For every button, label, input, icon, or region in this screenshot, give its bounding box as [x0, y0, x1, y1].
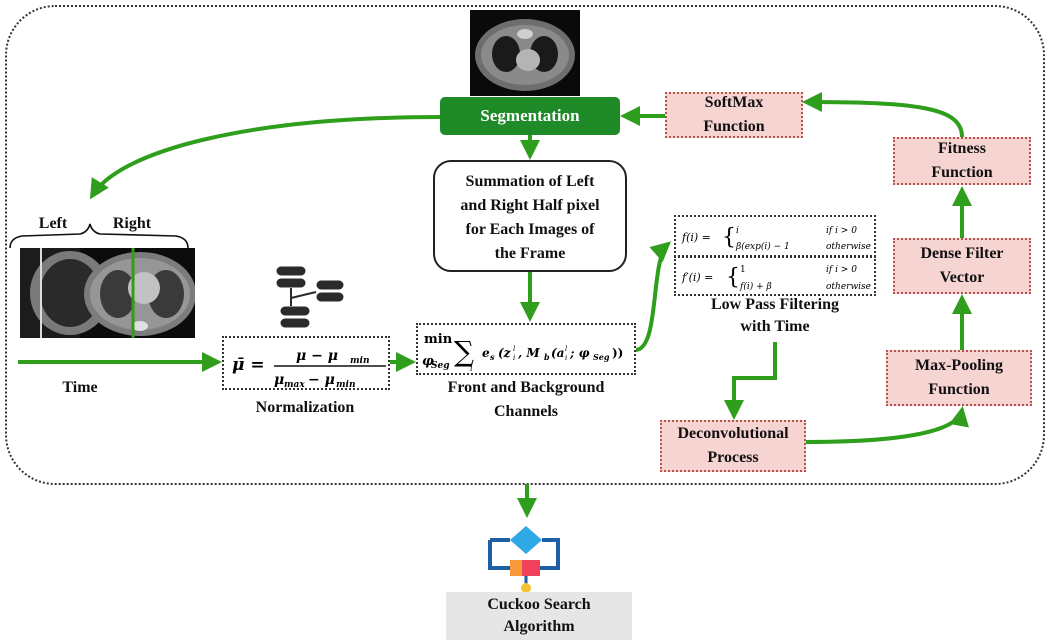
summation-line-1: Summation of Left: [465, 173, 595, 190]
arrow-front-to-lowpass: [635, 241, 671, 352]
deconv-line-1: Deconvolutional: [677, 425, 789, 442]
svg-text:− μ: − μ: [308, 372, 335, 388]
time-label: Time: [62, 379, 98, 396]
dense-line-1: Dense Filter: [920, 245, 1004, 262]
svg-text:β(exp(i) − 1: β(exp(i) − 1: [735, 241, 790, 252]
segmentation-label: Segmentation: [480, 106, 580, 125]
arrow-fitness-to-softmax: [802, 92, 964, 138]
svg-text:otherwise: otherwise: [826, 242, 871, 252]
svg-text:l: l: [513, 345, 515, 353]
svg-text:min: min: [424, 332, 453, 347]
summation-line-2: and Right Half pixel: [460, 197, 600, 214]
ct-frames-image: [20, 248, 195, 338]
svg-text:if i > 0: if i > 0: [826, 226, 857, 236]
svg-text:Seg: Seg: [431, 361, 450, 371]
svg-text:max: max: [284, 380, 305, 390]
maxpool-line-2: Function: [928, 381, 990, 398]
cuckoo-line-2: Algorithm: [503, 618, 575, 635]
svg-text:μ: μ: [274, 372, 284, 388]
softmax-line-1: SoftMax: [704, 94, 764, 111]
svg-text:φ: φ: [422, 354, 434, 369]
lowpass-line-2: with Time: [740, 318, 810, 335]
front-background-label: Front and Background Channels: [416, 376, 636, 424]
deconv-line-2: Process: [707, 449, 759, 466]
svg-text:f(i) + β: f(i) + β: [739, 281, 772, 292]
summation-line-3: for Each Images of: [465, 221, 595, 238]
summation-node: Summation of Left and Right Half pixel f…: [433, 160, 627, 272]
lowpass-line-1: Low Pass Filtering: [711, 296, 839, 313]
cuckoo-search-node: Cuckoo Search Algorithm: [446, 592, 632, 640]
softmax-line-2: Function: [703, 118, 765, 135]
cuckoo-algorithm-icon: [480, 518, 570, 594]
svg-text:)): )): [612, 346, 623, 360]
dense-filter-node: Dense Filter Vector: [893, 238, 1031, 294]
deconv-node: Deconvolutional Process: [660, 420, 806, 472]
svg-text:l: l: [565, 345, 567, 353]
svg-text:b: b: [544, 352, 550, 362]
svg-text:1: 1: [740, 265, 746, 275]
svg-text:i: i: [565, 354, 567, 362]
dense-line-2: Vector: [939, 269, 985, 286]
arrow-seg-to-frames: [89, 115, 441, 200]
svg-text:f′(i) =: f′(i) =: [681, 271, 713, 284]
svg-text:μ − μ: μ − μ: [296, 348, 338, 364]
summation-line-4: the Frame: [494, 245, 566, 262]
svg-text:i: i: [736, 226, 739, 236]
svg-text:i: i: [470, 364, 473, 373]
activation-formula-2: f′(i) = { 1 f(i) + β if i > 0 otherwise: [674, 256, 876, 296]
svg-text:otherwise: otherwise: [826, 282, 871, 292]
segmentation-node: Segmentation: [440, 97, 620, 135]
svg-text:min: min: [350, 356, 370, 366]
svg-text:s: s: [490, 352, 495, 362]
normalization-formula: μ̄ = μ − μ min μ max − μ min: [222, 336, 390, 390]
softmax-node: SoftMax Function: [665, 92, 803, 138]
svg-text:∑: ∑: [454, 335, 474, 368]
lowpass-label: Low Pass Filtering with Time: [660, 294, 890, 338]
svg-text:f(i) =: f(i) =: [681, 231, 711, 244]
svg-text:μ̄ =: μ̄ =: [232, 355, 265, 375]
arrow-lowpass-to-deconv: [724, 342, 777, 420]
front-background-formula: min φ Seg ∑ i e s (z l i , M b (a l i ; …: [416, 323, 636, 375]
front-bg-line-1: Front and Background: [447, 379, 605, 396]
svg-text:(z: (z: [498, 346, 512, 360]
database-icon: [270, 262, 350, 332]
svg-text:; φ: ; φ: [569, 346, 590, 360]
front-bg-line-2: Channels: [493, 403, 559, 420]
svg-text:min: min: [336, 380, 356, 390]
fitness-line-1: Fitness: [938, 140, 986, 157]
svg-text:e: e: [482, 346, 490, 360]
fitness-line-2: Function: [931, 164, 993, 181]
svg-text:Seg: Seg: [593, 352, 610, 362]
arrow-deconv-to-maxpool: [805, 406, 969, 444]
maxpool-line-1: Max-Pooling: [915, 357, 1003, 374]
ct-scan-top-image: [470, 10, 580, 96]
svg-text:{: {: [726, 265, 740, 290]
left-label: Left: [38, 215, 68, 232]
svg-text:i: i: [513, 354, 515, 362]
svg-text:(a: (a: [551, 346, 564, 360]
maxpool-node: Max-Pooling Function: [886, 350, 1032, 406]
right-label: Right: [112, 215, 152, 232]
normalization-label: Normalization: [255, 399, 355, 416]
svg-text:{: {: [722, 225, 736, 250]
fitness-node: Fitness Function: [893, 137, 1031, 185]
svg-text:if i > 0: if i > 0: [826, 265, 857, 275]
left-right-brace: [9, 223, 189, 249]
svg-text:, M: , M: [517, 346, 540, 360]
cuckoo-line-1: Cuckoo Search: [487, 596, 591, 613]
